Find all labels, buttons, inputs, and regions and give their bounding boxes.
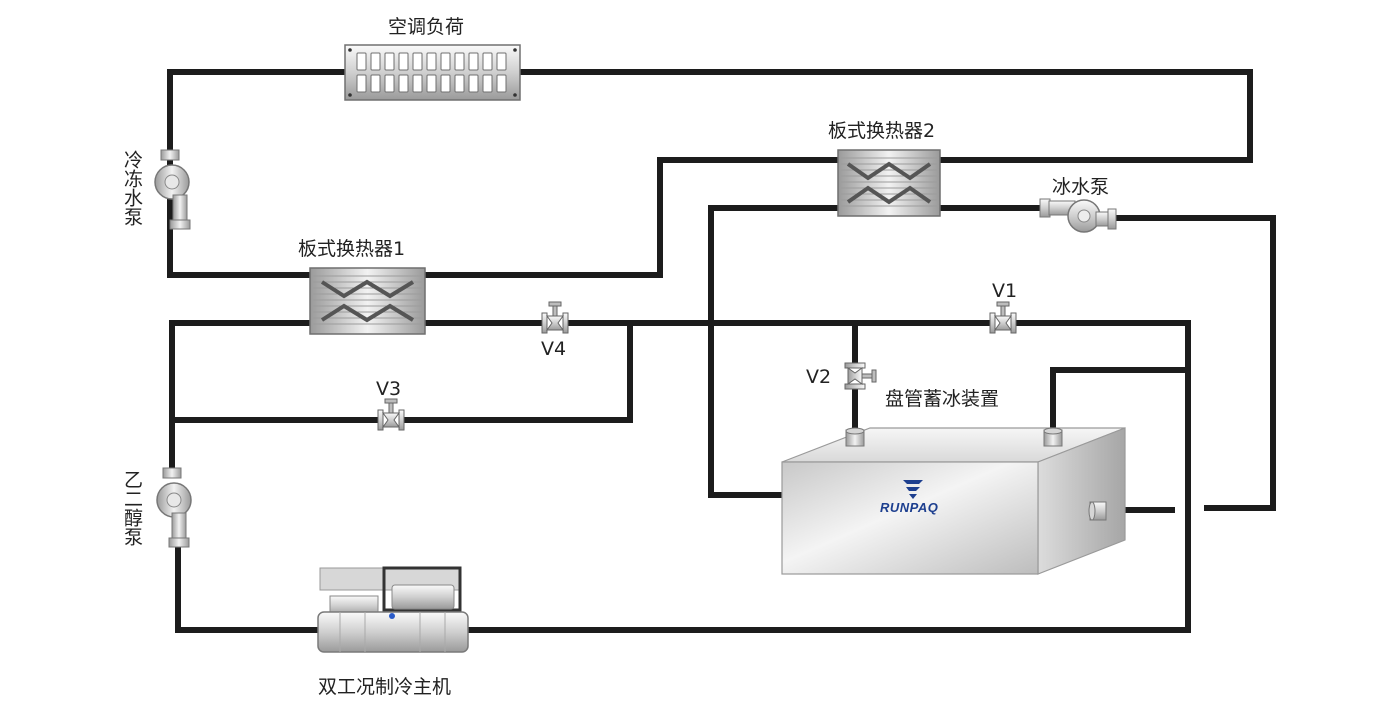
chiller-label: 双工况制冷主机 xyxy=(318,676,452,698)
v4-label: V4 xyxy=(541,338,567,360)
ice-pump-label: 冰水泵 xyxy=(1052,176,1110,198)
coil-storage-label: 盘管蓄冰装置 xyxy=(885,388,1000,410)
phe1-label: 板式换热器1 xyxy=(298,238,406,260)
chilled-water-pump-icon xyxy=(154,149,191,230)
pipe-glycol-main xyxy=(169,320,1191,633)
pipe-network xyxy=(167,69,1276,633)
ac-load-unit xyxy=(344,44,521,101)
chilled-pump-label: 冷冻水泵 xyxy=(121,150,143,226)
v2-label: V2 xyxy=(806,366,832,388)
dual-mode-chiller xyxy=(317,566,469,653)
valve-v1-icon xyxy=(989,301,1017,334)
ac-load-label: 空调负荷 xyxy=(388,16,465,38)
plate-heat-exchanger-1 xyxy=(309,267,426,335)
tank-outlet-nozzle xyxy=(1043,427,1063,447)
pipe-v3-bypass xyxy=(169,320,633,423)
valve-v2-icon xyxy=(844,362,877,390)
ac-load-grille xyxy=(356,52,507,93)
pipe-ice-water-loop xyxy=(708,205,1276,511)
valve-v3-icon xyxy=(377,398,405,431)
glycol-pump-label: 乙二醇泵 xyxy=(121,470,143,546)
tank-side-nozzle xyxy=(1088,501,1107,521)
valve-v4-icon xyxy=(541,301,569,334)
ice-water-pump-icon xyxy=(1039,198,1117,233)
pipe-storage-outlet xyxy=(1050,367,1191,435)
glycol-pump-icon xyxy=(156,467,192,548)
runpaq-logo-text: RUNPAQ xyxy=(880,500,939,515)
coil-ice-storage-tank xyxy=(781,427,1126,575)
v1-label: V1 xyxy=(992,280,1018,302)
tank-inlet-nozzle xyxy=(845,427,865,447)
runpaq-logo-icon xyxy=(903,480,923,499)
phe2-label: 板式换热器2 xyxy=(828,120,936,142)
plate-heat-exchanger-2 xyxy=(837,149,941,217)
v3-label: V3 xyxy=(376,378,402,400)
